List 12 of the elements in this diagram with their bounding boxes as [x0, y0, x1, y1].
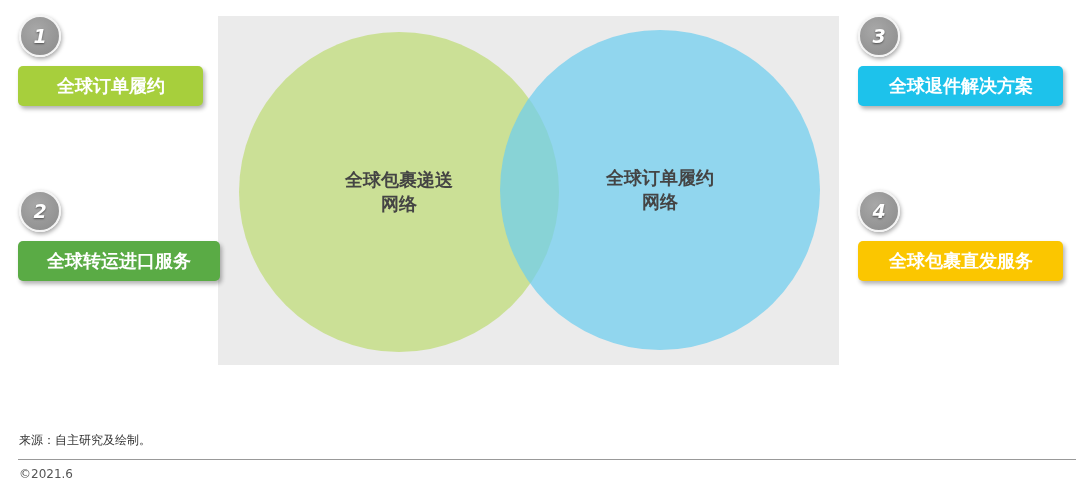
- number-badge: 1: [19, 15, 61, 57]
- service-tag: 全球退件解决方案: [858, 66, 1063, 106]
- source-note: 来源：自主研究及绘制。: [19, 432, 151, 449]
- service-tag: 全球包裹直发服务: [858, 241, 1063, 281]
- service-tag: 全球转运进口服务: [18, 241, 220, 281]
- circle-label: 全球包裹递送网络: [344, 167, 454, 216]
- number-badge: 4: [858, 190, 900, 232]
- number-badge: 3: [858, 15, 900, 57]
- copyright-note: ©2021.6: [19, 467, 73, 481]
- number-badge: 2: [19, 190, 61, 232]
- circle-label: 全球订单履约网络: [605, 165, 715, 214]
- service-tag: 全球订单履约: [18, 66, 203, 106]
